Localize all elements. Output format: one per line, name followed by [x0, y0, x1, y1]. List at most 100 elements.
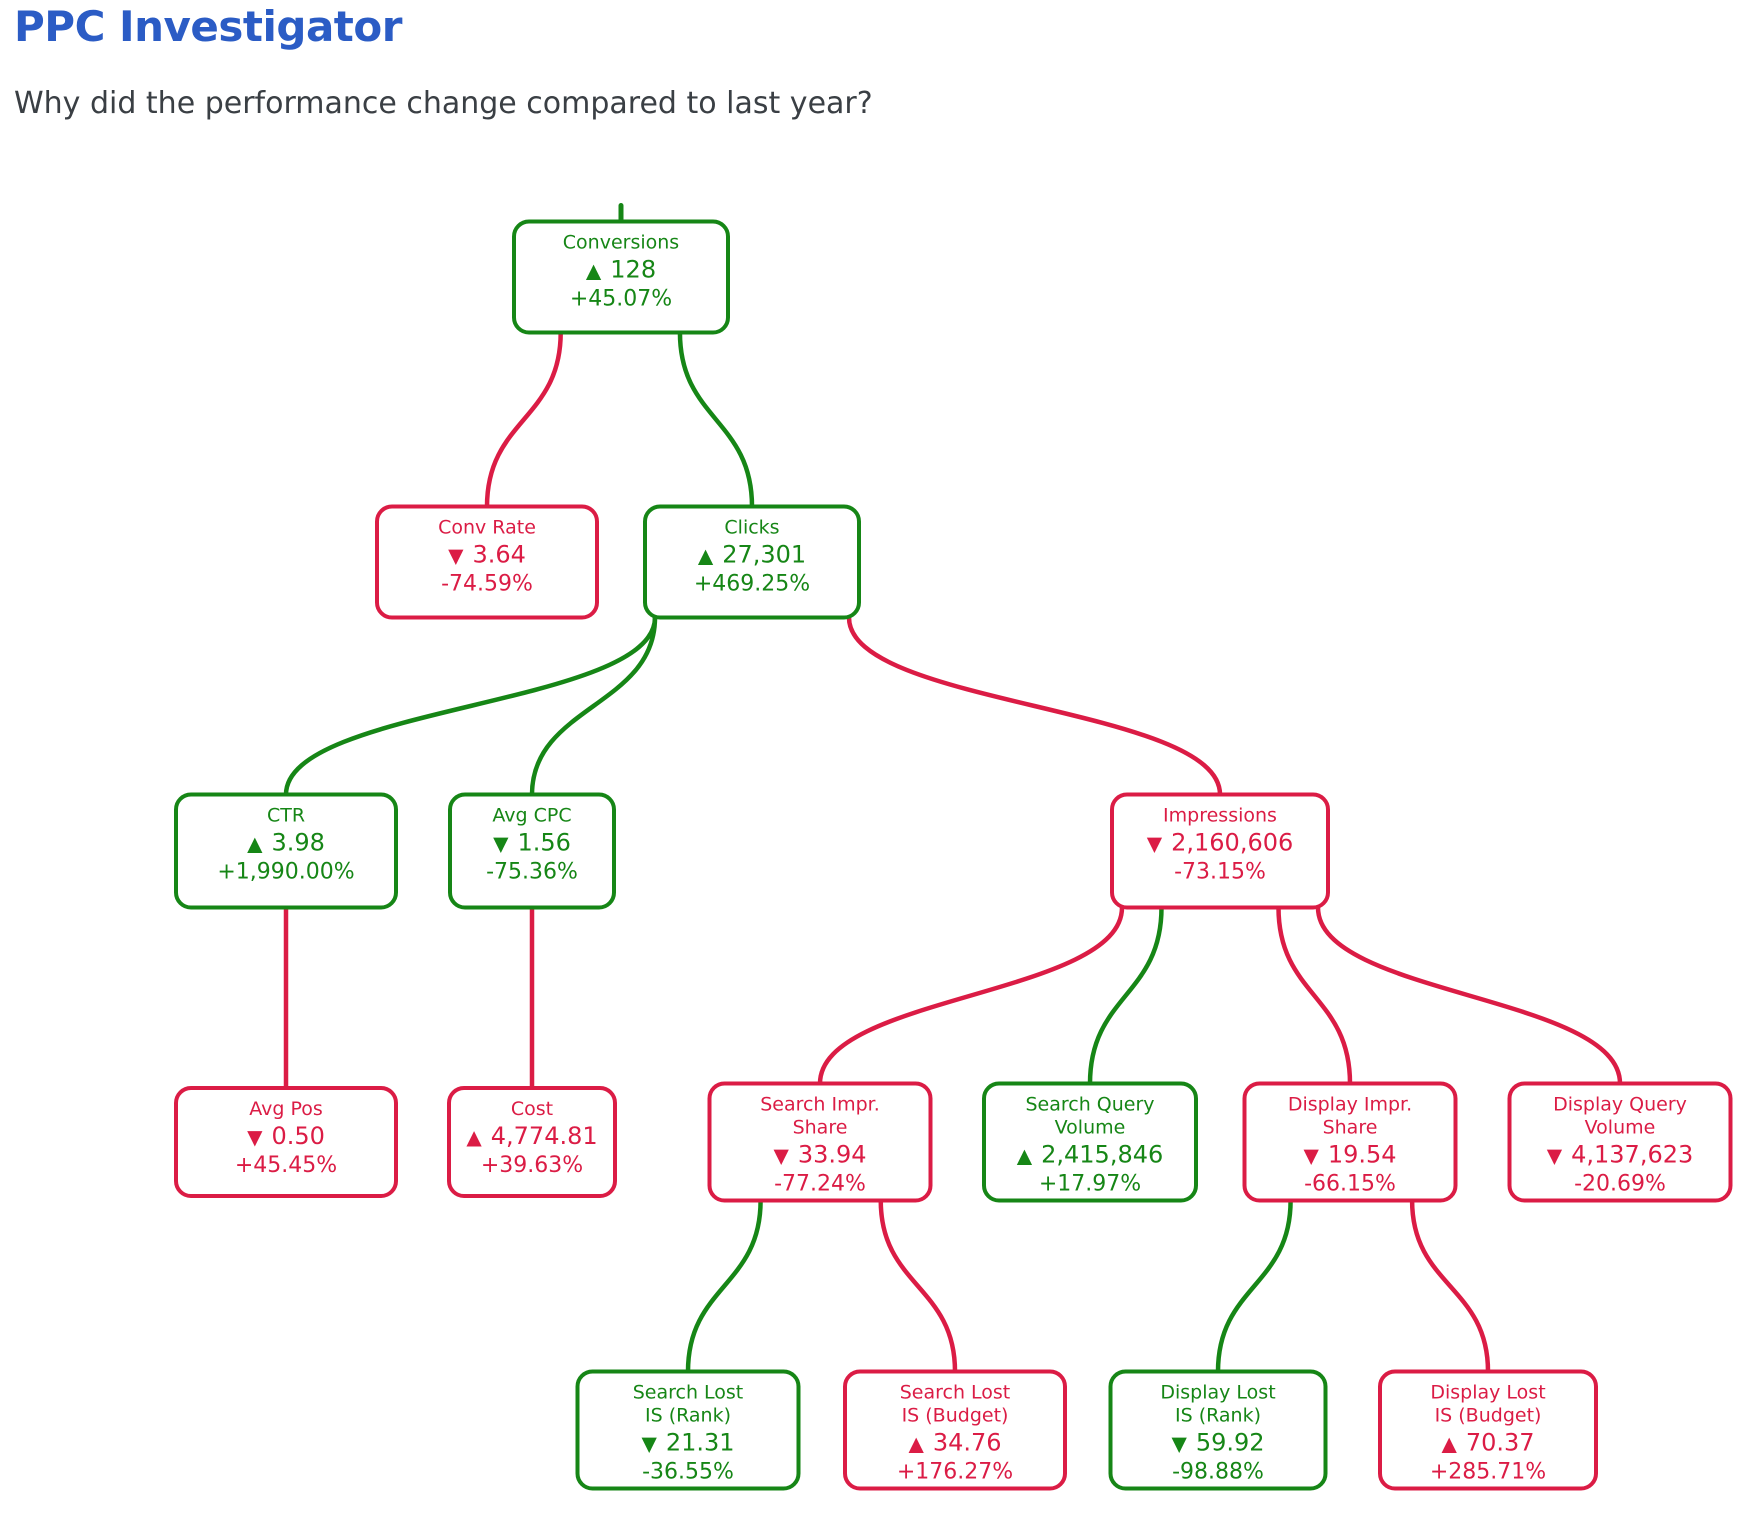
trend-up-icon: ▲: [247, 831, 263, 856]
tree-edge: [846, 615, 1223, 797]
metric-value-row: ▲ 27,301: [647, 540, 857, 571]
metric-value: 0.50: [271, 1122, 325, 1150]
metric-label: CTR: [266, 804, 306, 827]
metric-change-percent: -74.59%: [441, 571, 533, 597]
node-impressions[interactable]: Impressions▼2,160,606-73.15%: [1110, 792, 1330, 910]
metric-label: Display Lost: [1430, 1381, 1546, 1404]
metric-value-row: ▲ 3.98: [178, 828, 394, 859]
metric-value-row: ▲ 34.76: [847, 1428, 1063, 1459]
metric-change-percent: +469.25%: [693, 571, 811, 597]
trend-down-icon: ▼: [247, 1125, 263, 1149]
node-clicks[interactable]: Clicks ▲ 27,301+469.25%: [643, 504, 861, 620]
trend-down-icon: ▼: [493, 831, 509, 856]
metric-label: IS (Budget): [901, 1404, 1009, 1427]
node-display-impr-share[interactable]: Display Impr.Share▼ 19.54-66.15%: [1242, 1081, 1458, 1203]
trend-down-icon: ▼: [641, 1431, 657, 1456]
metric-change-percent: +176.27%: [896, 1459, 1014, 1485]
trend-up-icon: ▲: [1441, 1431, 1457, 1456]
metric-value: 33.94: [797, 1140, 867, 1169]
metric-value-row: ▼ 59.92: [1113, 1428, 1324, 1459]
tree-edge: [1087, 905, 1164, 1086]
trend-up-icon: ▲: [908, 1431, 924, 1456]
tree-edge: [1315, 905, 1623, 1086]
metric-value: 34.76: [932, 1428, 1002, 1457]
metric-value-row: ▼ 1.56: [452, 828, 612, 859]
tree-edge: [817, 905, 1125, 1086]
trend-up-icon: ▲: [585, 258, 602, 283]
metric-value: 3.64: [472, 540, 526, 569]
metric-value: 21.31: [665, 1428, 735, 1457]
metric-value-row: ▲ 128: [516, 255, 726, 286]
tree-edge: [484, 330, 563, 509]
metric-value: 70.37: [1465, 1428, 1535, 1457]
metric-label: Volume: [1054, 1116, 1126, 1139]
metric-change-percent: +39.63%: [480, 1153, 584, 1178]
metric-change-percent: +17.97%: [1038, 1171, 1142, 1197]
metric-label: Search Query: [1025, 1093, 1155, 1116]
metric-change-percent: +45.07%: [569, 286, 673, 312]
node-search-impr-share[interactable]: Search Impr.Share▼33.94-77.24%: [707, 1081, 933, 1203]
metric-value-row: ▲ 4,774.81: [451, 1121, 613, 1152]
node-conversions[interactable]: Conversions▲128+45.07%: [512, 219, 730, 335]
trend-up-icon: ▲: [1016, 1143, 1033, 1168]
metric-value: 59.92: [1195, 1428, 1265, 1457]
node-ctr[interactable]: CTR▲ 3.98+1,990.00%: [174, 792, 398, 910]
metric-value: 27,301: [722, 540, 807, 569]
metric-change-percent: +1,990.00%: [217, 859, 355, 885]
node-avg-cpc[interactable]: Avg CPC▼1.56-75.36%: [448, 792, 616, 910]
metric-value: 2,160,606: [1171, 828, 1294, 857]
node-conv-rate[interactable]: Conv Rate▼3.64-74.59%: [375, 504, 599, 620]
tree-edge: [529, 615, 658, 797]
metric-value: 19.54: [1327, 1140, 1397, 1169]
trend-up-icon: ▲: [697, 543, 714, 568]
metric-change-percent: -66.15%: [1304, 1171, 1396, 1197]
node-cost[interactable]: Cost▲4,774.81+39.63%: [447, 1086, 617, 1198]
metric-value-row: ▼33.94: [712, 1140, 929, 1171]
node-avg-pos[interactable]: Avg Pos▼0.50+45.45%: [174, 1086, 398, 1198]
tree-edge: [283, 615, 658, 797]
metric-value: 4,137,623: [1571, 1140, 1694, 1169]
metric-value: 1.56: [517, 828, 571, 857]
page-title: PPC Investigator: [14, 2, 402, 51]
metric-change-percent: +285.71%: [1429, 1459, 1547, 1485]
metric-change-percent: -77.24%: [774, 1171, 866, 1197]
metric-value: 3.98: [271, 828, 325, 857]
metric-label: IS (Rank): [644, 1404, 731, 1427]
metric-label: Avg Pos: [249, 1098, 323, 1120]
tree-edge: [878, 1198, 958, 1374]
metric-value-row: ▼ 4,137,623: [1512, 1140, 1729, 1171]
metric-value: 128: [610, 255, 657, 284]
metric-value-row: ▲2,415,846: [986, 1140, 1194, 1171]
trend-down-icon: ▼: [1546, 1143, 1563, 1168]
tree-edge: [1276, 905, 1353, 1086]
metric-label: Share: [792, 1116, 848, 1139]
metric-label: Display Lost: [1160, 1381, 1276, 1404]
metric-value-row: ▼ 0.50: [178, 1121, 394, 1152]
metric-label: Display Query: [1553, 1093, 1687, 1116]
tree-edge: [677, 330, 755, 509]
metric-change-percent: -75.36%: [486, 859, 578, 885]
metric-change-percent: -20.69%: [1574, 1171, 1666, 1197]
metric-label: Conv Rate: [438, 516, 536, 539]
metric-value: 4,774.81: [490, 1122, 598, 1150]
metric-label: Clicks: [724, 516, 780, 539]
trend-down-icon: ▼: [1303, 1143, 1319, 1168]
metric-label: Display Impr.: [1287, 1093, 1413, 1116]
metric-label: IS (Budget): [1434, 1404, 1542, 1427]
metric-value-row: ▲ 70.37: [1382, 1428, 1594, 1459]
metric-value-row: ▼ 21.31: [580, 1428, 797, 1459]
metric-value-row: ▼ 19.54: [1247, 1140, 1454, 1171]
metric-label: Volume: [1584, 1116, 1656, 1139]
metric-change-percent: -36.55%: [642, 1459, 734, 1485]
metric-label: Share: [1322, 1116, 1378, 1139]
trend-up-icon: ▲: [466, 1125, 482, 1149]
metric-label: Search Impr.: [760, 1093, 880, 1116]
trend-down-icon: ▼: [1171, 1431, 1187, 1456]
